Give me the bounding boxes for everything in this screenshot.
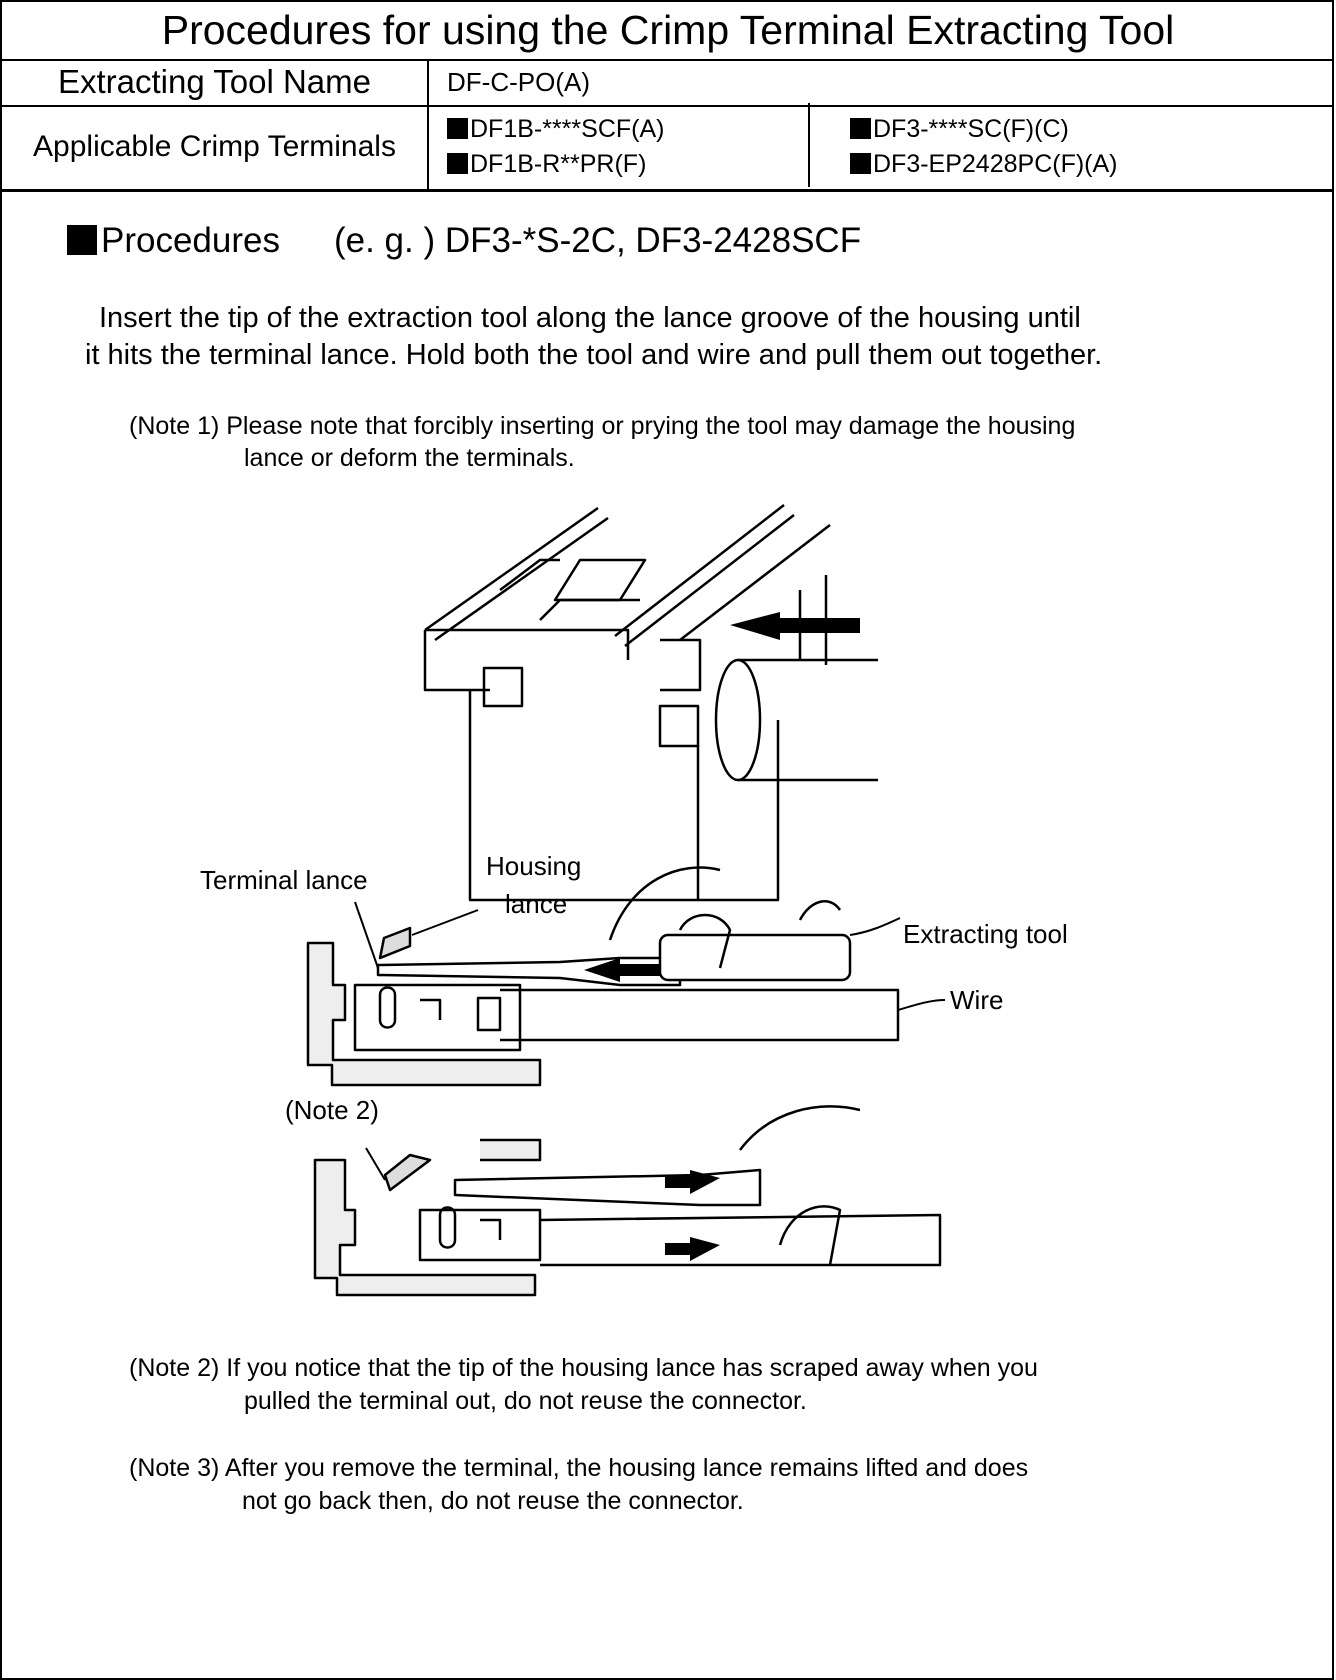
procedures-heading: Procedures(e. g. ) DF3-*S-2C, DF3-2428SC…: [67, 219, 861, 263]
instruction-line-2: it hits the terminal lance. Hold both th…: [85, 339, 1103, 371]
label-terminal-lance: Terminal lance: [200, 865, 368, 895]
terminal-item: DF1B-R**PR(F): [447, 149, 646, 179]
terminals-column-divider: [808, 103, 810, 187]
label-housing-lance-line2: lance: [505, 889, 568, 919]
tool-name-value: DF-C-PO(A): [447, 67, 590, 97]
note-1-line-2: lance or deform the terminals.: [244, 444, 575, 472]
square-bullet-icon: [67, 225, 97, 255]
square-bullet-icon: [850, 118, 871, 139]
tool-name-row: Extracting Tool Name DF-C-PO(A): [2, 59, 1334, 107]
note-1-line-1: (Note 1) Please note that forcibly inser…: [129, 412, 1076, 440]
label-extracting-tool: Extracting tool: [903, 919, 1068, 949]
note-3-line-1: (Note 3) After you remove the terminal, …: [129, 1454, 1029, 1482]
terminal-item: DF1B-****SCF(A): [447, 114, 664, 144]
example-text: (e. g. ) DF3-*S-2C, DF3-2428SCF: [333, 221, 862, 260]
tool-name-label: Extracting Tool Name: [2, 59, 429, 105]
label-wire: Wire: [950, 985, 1004, 1015]
note-2-line-1: (Note 2) If you notice that the tip of t…: [129, 1354, 1038, 1382]
square-bullet-icon: [850, 153, 871, 174]
instruction-line-1: Insert the tip of the extraction tool al…: [99, 302, 1081, 334]
note-3-line-2: not go back then, do not reuse the conne…: [242, 1487, 744, 1515]
label-note-2: (Note 2): [285, 1095, 379, 1125]
terminal-item: DF3-****SC(F)(C): [850, 114, 1069, 144]
square-bullet-icon: [447, 118, 468, 139]
terminals-label: Applicable Crimp Terminals: [2, 105, 429, 189]
terminals-row: Applicable Crimp Terminals DF1B-****SCF(…: [2, 105, 1334, 192]
terminal-item: DF3-EP2428PC(F)(A): [850, 149, 1118, 179]
note-2-line-2: pulled the terminal out, do not reuse th…: [244, 1387, 807, 1415]
label-housing-lance-line1: Housing: [486, 851, 582, 881]
page-title: Procedures for using the Crimp Terminal …: [2, 2, 1334, 61]
square-bullet-icon: [447, 153, 468, 174]
